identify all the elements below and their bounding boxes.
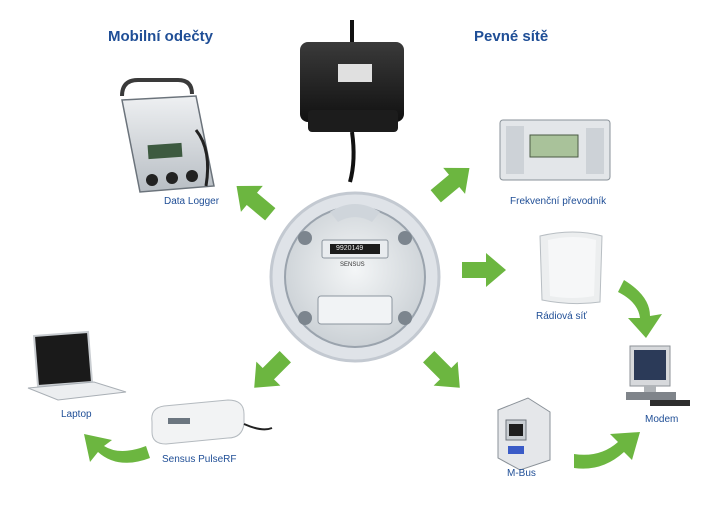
heading-fixed-networks: Pevné sítě <box>474 28 549 45</box>
meter-bolt <box>398 231 412 245</box>
module-cable <box>348 131 356 183</box>
modem-base <box>626 392 676 400</box>
water-meter <box>269 191 441 363</box>
mbus-port <box>509 424 523 436</box>
radio-front <box>548 237 596 298</box>
monitor-stand <box>644 386 656 392</box>
mbus-device <box>497 397 551 471</box>
arrow-to-radio-network <box>462 253 506 287</box>
module-label-plate <box>338 64 372 82</box>
logger-screen <box>147 142 183 160</box>
meter-bolt <box>398 311 412 325</box>
logger-port <box>166 172 178 184</box>
radio-network-device <box>539 231 603 305</box>
meter-bolt <box>298 311 312 325</box>
meter-serial: 9920149 <box>336 245 364 252</box>
laptop-base <box>27 381 127 401</box>
logger-handle <box>120 78 194 97</box>
arrow-pulse-rf-to-laptop <box>84 434 150 463</box>
pulse-rf-cable <box>243 423 273 431</box>
logger-port <box>146 174 158 186</box>
label-laptop: Laptop <box>61 409 92 420</box>
meter-top-clip <box>330 204 380 222</box>
pulse-rf-device <box>151 399 273 445</box>
label-modem: Modem <box>645 414 679 425</box>
mbus-terminal <box>508 446 524 454</box>
arrows <box>84 167 662 469</box>
module-base <box>308 110 398 132</box>
converter-screen <box>529 134 579 158</box>
monitor-screen <box>634 350 666 380</box>
label-frequency-converter: Frekvenční převodník <box>510 196 607 207</box>
keyboard <box>650 400 690 406</box>
arrow-to-data-logger <box>236 185 276 221</box>
logger-port <box>186 170 198 182</box>
data-logger-device <box>120 78 215 193</box>
laptop-device <box>27 330 127 401</box>
pulse-rf-body <box>151 399 245 445</box>
label-mbus: M-Bus <box>507 468 536 479</box>
arrow-to-frequency-converter <box>430 167 470 203</box>
arrow-to-pulse-rf <box>254 351 291 388</box>
meter-counter <box>330 244 380 254</box>
heading-mobile-readings: Mobilní odečty <box>108 28 213 45</box>
arrow-to-mbus <box>423 351 460 388</box>
modem-device <box>626 345 690 406</box>
converter-side <box>506 126 524 174</box>
label-data-logger: Data Logger <box>164 196 220 207</box>
meter-cover <box>317 295 393 325</box>
pulse-rf-label <box>168 418 190 424</box>
label-radio-network: Rádiová síť <box>536 311 587 322</box>
radio-module <box>300 20 404 183</box>
meter-brand: SENSUS <box>340 262 365 268</box>
meter-face <box>284 206 426 348</box>
frequency-converter-device <box>499 119 611 181</box>
logger-cable <box>194 129 210 187</box>
label-pulse-rf: Sensus PulseRF <box>162 454 237 465</box>
arrow-radio-to-modem <box>618 280 662 338</box>
meter-bolt <box>298 231 312 245</box>
converter-side <box>586 128 604 174</box>
laptop-screen <box>32 330 94 388</box>
arrow-mbus-to-modem <box>574 432 640 469</box>
